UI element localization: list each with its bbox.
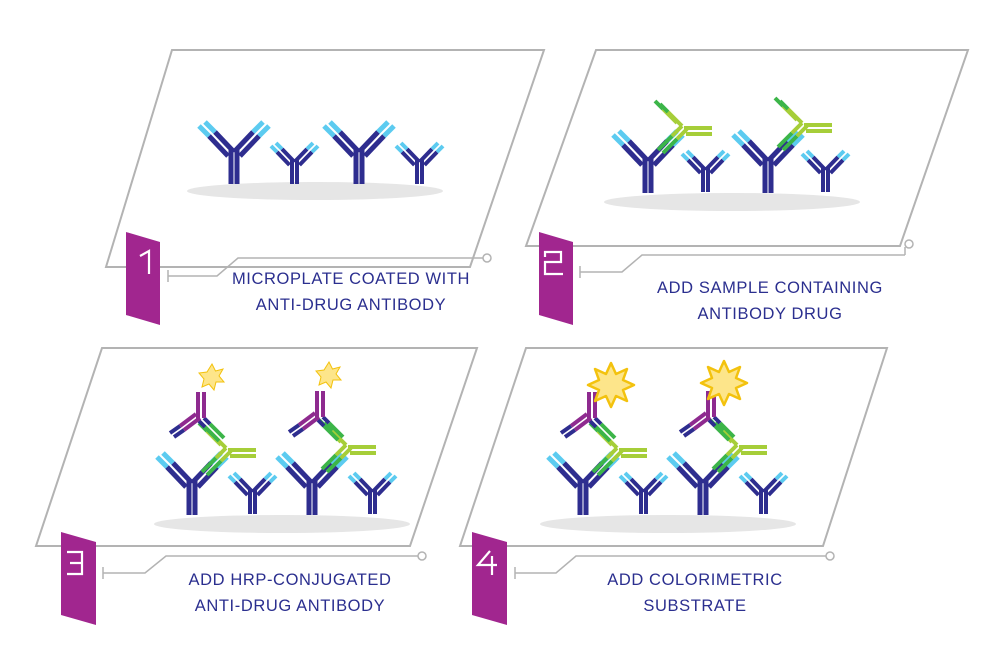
connector-end [904,239,914,249]
step-number-3-glyph [67,550,84,576]
step-4-caption-line1: ADD COLORIMETRIC [607,571,783,589]
step-4-caption: ADD COLORIMETRIC SUBSTRATE [600,567,790,619]
panel-step-2 [524,49,970,325]
connector-end [417,551,427,561]
step-number-1-glyph [139,249,151,274]
panel-step-4 [458,347,889,625]
step-tab-2 [539,232,573,325]
step-1-caption-line2: ANTI-DRUG ANTIBODY [255,296,447,314]
step-tab-3 [61,532,96,625]
step-3-caption-line2: ANTI-DRUG ANTIBODY [194,597,386,615]
microplate-frame [458,347,889,547]
well-shadow [187,182,443,200]
well-shadow [604,193,860,211]
step-tab-1 [126,232,160,325]
microplate-frame [104,49,546,268]
step-3-caption-line1: ADD HRP-CONJUGATED [188,571,392,589]
step-2-caption-line1: ADD SAMPLE CONTAINING [657,279,883,297]
step-number-4-glyph [475,550,497,575]
step-1-caption-line1: MICROPLATE COATED WITH [231,270,471,288]
well-shadow [540,515,796,533]
microplate-frame [34,347,479,547]
well-shadow [154,515,410,533]
connector-line [103,555,418,574]
connector-line [580,254,905,273]
panel-step-3 [34,347,479,625]
connector-line [168,257,483,277]
step-1-caption: MICROPLATE COATED WITH ANTI-DRUG ANTIBOD… [226,266,476,318]
connector-end [825,551,835,561]
step-2-caption: ADD SAMPLE CONTAINING ANTIBODY DRUG [640,275,900,327]
step-tab-4 [472,532,507,625]
step-4-caption-line2: SUBSTRATE [643,597,747,615]
connector-end [482,253,492,263]
panel-step-1 [104,49,546,325]
step-3-caption: ADD HRP-CONJUGATED ANTI-DRUG ANTIBODY [170,567,410,619]
step-number-2-glyph [543,250,563,276]
step-2-caption-line2: ANTIBODY DRUG [697,305,843,323]
connector-line [515,555,826,574]
